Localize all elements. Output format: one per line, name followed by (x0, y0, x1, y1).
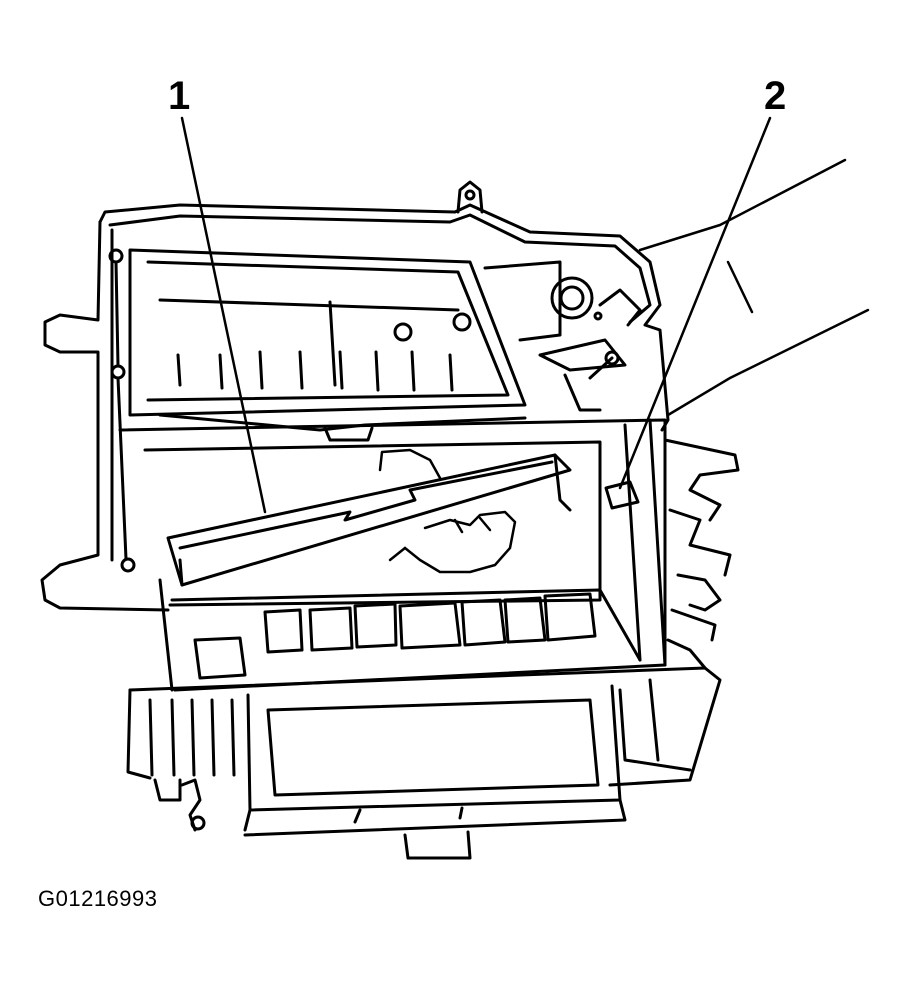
upper-chamber (128, 248, 527, 442)
bottom-housing (126, 666, 722, 860)
figure-id: G01216993 (38, 886, 158, 911)
hand (378, 448, 517, 574)
callout-1: 1 (168, 74, 191, 118)
middle-frame (118, 418, 667, 692)
leader-lines (180, 116, 772, 514)
blend-door (166, 453, 572, 587)
leader-line-1 (180, 116, 267, 514)
background-lines (638, 158, 870, 417)
callout-2: 2 (764, 74, 787, 118)
housing-outline (40, 180, 670, 612)
upper-right-details (483, 260, 642, 412)
leader-line-2 (618, 116, 772, 490)
right-brackets (663, 438, 740, 670)
lower-chamber (170, 588, 642, 680)
